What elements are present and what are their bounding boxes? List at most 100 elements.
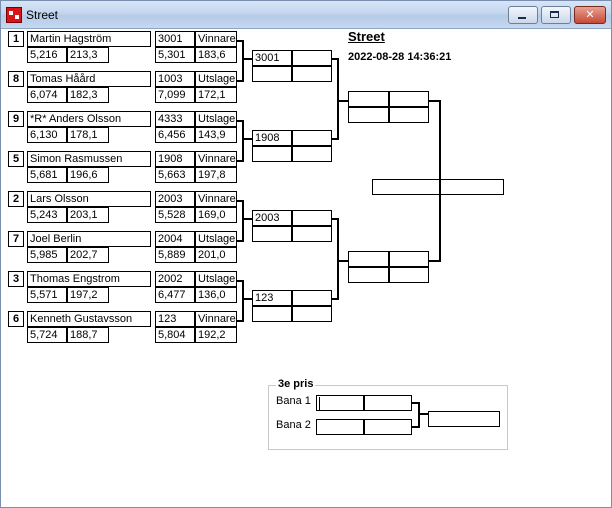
speed-field[interactable]: 178,1	[67, 127, 109, 143]
connector-horizontal	[237, 320, 244, 322]
app-icon[interactable]	[6, 7, 22, 23]
speed-field[interactable]: 196,6	[67, 167, 109, 183]
third-lane1-speed-field[interactable]	[364, 395, 412, 411]
reaction-time-field[interactable]: 5,216	[27, 47, 67, 63]
semifinal-field[interactable]	[348, 251, 389, 267]
title-bar[interactable]: Street ✕	[1, 1, 611, 29]
status-field[interactable]: Utslagen	[195, 111, 237, 127]
speed-field[interactable]: 202,7	[67, 247, 109, 263]
quarterfinal-field[interactable]	[292, 66, 332, 82]
semifinal-field[interactable]	[348, 91, 389, 107]
result-speed-field[interactable]: 169,0	[195, 207, 237, 223]
result-speed-field[interactable]: 201,0	[195, 247, 237, 263]
seed-number: 1	[8, 31, 24, 47]
connector-horizontal	[237, 120, 244, 122]
reaction-time-field[interactable]: 5,681	[27, 167, 67, 183]
reaction-time-field[interactable]: 5,243	[27, 207, 67, 223]
status-field[interactable]: Utslagen	[195, 271, 237, 287]
quarterfinal-car-field[interactable]: 1908	[252, 130, 292, 146]
result-speed-field[interactable]: 183,6	[195, 47, 237, 63]
reaction-time-field[interactable]: 6,130	[27, 127, 67, 143]
third-lane2-time-field[interactable]	[316, 419, 364, 435]
quarterfinal-car-field[interactable]: 3001	[252, 50, 292, 66]
connector-vertical	[242, 120, 244, 162]
speed-field[interactable]: 188,7	[67, 327, 109, 343]
result-time-field[interactable]: 5,663	[155, 167, 195, 183]
quarterfinal-field[interactable]	[252, 226, 292, 242]
car-number-field[interactable]: 2004	[155, 231, 195, 247]
semifinal-field[interactable]	[348, 107, 389, 123]
maximize-button[interactable]	[541, 6, 571, 24]
car-number-field[interactable]: 2002	[155, 271, 195, 287]
third-lane1-time-field[interactable]	[316, 395, 364, 411]
car-number-field[interactable]: 4333	[155, 111, 195, 127]
quarterfinal-field[interactable]	[292, 210, 332, 226]
quarterfinal-field[interactable]	[292, 130, 332, 146]
status-field[interactable]: Vinnare	[195, 311, 237, 327]
driver-name-field[interactable]: Tomas Håård	[27, 71, 151, 87]
result-time-field[interactable]: 6,456	[155, 127, 195, 143]
quarterfinal-car-field[interactable]: 123	[252, 290, 292, 306]
reaction-time-field[interactable]: 5,985	[27, 247, 67, 263]
result-time-field[interactable]: 5,301	[155, 47, 195, 63]
result-speed-field[interactable]: 143,9	[195, 127, 237, 143]
car-number-field[interactable]: 3001	[155, 31, 195, 47]
connector-horizontal	[332, 298, 339, 300]
car-number-field[interactable]: 1908	[155, 151, 195, 167]
driver-name-field[interactable]: Thomas Engstrom	[27, 271, 151, 287]
quarterfinal-field[interactable]	[292, 290, 332, 306]
quarterfinal-field[interactable]	[292, 50, 332, 66]
car-number-field[interactable]: 2003	[155, 191, 195, 207]
quarterfinal-field[interactable]	[292, 226, 332, 242]
speed-field[interactable]: 213,3	[67, 47, 109, 63]
car-number-field[interactable]: 1003	[155, 71, 195, 87]
result-time-field[interactable]: 5,889	[155, 247, 195, 263]
final-winner-field[interactable]	[372, 179, 504, 195]
connector-vertical	[439, 100, 441, 262]
driver-name-field[interactable]: Joel Berlin	[27, 231, 151, 247]
connector-horizontal	[237, 280, 244, 282]
quarterfinal-car-field[interactable]: 2003	[252, 210, 292, 226]
quarterfinal-field[interactable]	[252, 306, 292, 322]
status-field[interactable]: Utslagen	[195, 231, 237, 247]
quarterfinal-field[interactable]	[252, 66, 292, 82]
semifinal-field[interactable]	[389, 251, 429, 267]
result-time-field[interactable]: 6,477	[155, 287, 195, 303]
reaction-time-field[interactable]: 5,571	[27, 287, 67, 303]
car-number-field[interactable]: 123	[155, 311, 195, 327]
quarterfinal-field[interactable]	[292, 146, 332, 162]
driver-name-field[interactable]: *R* Anders Olsson	[27, 111, 151, 127]
driver-name-field[interactable]: Martin Hagström	[27, 31, 151, 47]
reaction-time-field[interactable]: 6,074	[27, 87, 67, 103]
driver-name-field[interactable]: Lars Olsson	[27, 191, 151, 207]
status-field[interactable]: Vinnare	[195, 191, 237, 207]
status-field[interactable]: Vinnare	[195, 31, 237, 47]
connector-vertical	[242, 40, 244, 82]
minimize-button[interactable]	[508, 6, 538, 24]
close-button[interactable]: ✕	[574, 6, 606, 24]
semifinal-field[interactable]	[389, 91, 429, 107]
status-field[interactable]: Vinnare	[195, 151, 237, 167]
speed-field[interactable]: 182,3	[67, 87, 109, 103]
result-time-field[interactable]: 5,528	[155, 207, 195, 223]
result-time-field[interactable]: 5,804	[155, 327, 195, 343]
driver-name-field[interactable]: Simon Rasmussen	[27, 151, 151, 167]
status-field[interactable]: Utslagen	[195, 71, 237, 87]
quarterfinal-field[interactable]	[292, 306, 332, 322]
semifinal-field[interactable]	[389, 107, 429, 123]
third-place-winner-field[interactable]	[428, 411, 500, 427]
speed-field[interactable]: 203,1	[67, 207, 109, 223]
driver-name-field[interactable]: Kenneth Gustavsson	[27, 311, 151, 327]
result-speed-field[interactable]: 192,2	[195, 327, 237, 343]
result-speed-field[interactable]: 172,1	[195, 87, 237, 103]
result-speed-field[interactable]: 197,8	[195, 167, 237, 183]
result-speed-field[interactable]: 136,0	[195, 287, 237, 303]
reaction-time-field[interactable]: 5,724	[27, 327, 67, 343]
quarterfinal-field[interactable]	[252, 146, 292, 162]
speed-field[interactable]: 197,2	[67, 287, 109, 303]
result-time-field[interactable]: 7,099	[155, 87, 195, 103]
semifinal-field[interactable]	[389, 267, 429, 283]
third-lane2-speed-field[interactable]	[364, 419, 412, 435]
page-title: Street	[348, 29, 385, 44]
semifinal-field[interactable]	[348, 267, 389, 283]
